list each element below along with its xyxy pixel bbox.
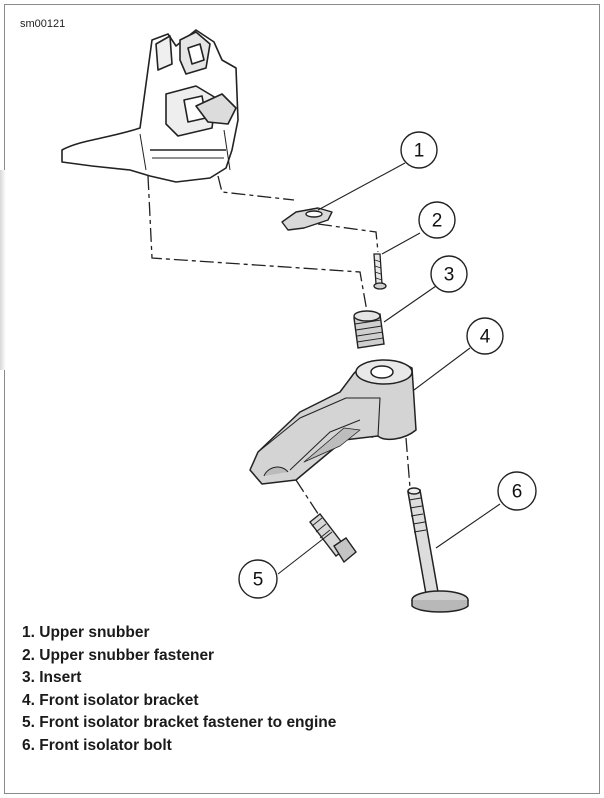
legend-item-front-isolator-bracket-fastener: 5. Front isolator bracket fastener to en… (22, 712, 336, 735)
legend-item-upper-snubber: 1. Upper snubber (22, 622, 336, 645)
front-isolator-bracket-part (249, 359, 417, 485)
front-isolator-bolt-part (407, 487, 469, 613)
legend-item-label: Front isolator bolt (39, 736, 172, 754)
legend-item-number: 1. (22, 624, 35, 641)
legend-item-label: Front isolator bracket (39, 691, 199, 709)
figure-id-label: sm00121 (20, 18, 66, 30)
legend-item-label: Upper snubber (39, 624, 150, 641)
upper-snubber-part (281, 207, 333, 231)
upper-snubber-fastener-part (373, 253, 387, 290)
callout-3-number: 3 (444, 265, 455, 286)
callout-1-number: 1 (414, 141, 425, 162)
legend-item-number: 4. (22, 691, 35, 709)
front-isolator-bracket-fastener-part (309, 513, 357, 564)
callout-leader-lines (277, 162, 501, 575)
callout-2-number: 2 (432, 211, 443, 232)
callout-2-circle (418, 201, 456, 239)
callout-1-circle (400, 131, 438, 169)
callout-6-number: 6 (512, 482, 523, 503)
callout-6-circle (497, 471, 537, 511)
engine-mount-casting (61, 29, 239, 183)
legend-item-number: 2. (22, 646, 35, 664)
legend-item-number: 6. (22, 736, 35, 754)
callout-5-circle (238, 559, 278, 599)
legend-item-front-isolator-bracket: 4. Front isolator bracket (22, 690, 336, 713)
legend-item-insert: 3. Insert (22, 667, 336, 690)
parts-legend: 1. Upper snubber 2. Upper snubber fasten… (22, 622, 336, 758)
legend-item-label: Upper snubber fastener (39, 646, 215, 664)
legend-item-upper-snubber-fastener: 2. Upper snubber fastener (22, 645, 336, 668)
legend-item-number: 3. (22, 669, 35, 687)
legend-item-number: 5. (22, 714, 35, 732)
callout-3-circle (430, 255, 468, 293)
legend-item-label: Insert (39, 669, 82, 687)
scan-edge-shading (0, 170, 6, 370)
legend-item-front-isolator-bolt: 6. Front isolator bolt (22, 735, 336, 758)
callout-4-number: 4 (480, 327, 491, 348)
legend-item-label: Front isolator bracket fastener to engin… (39, 714, 337, 732)
insert-part (353, 310, 385, 349)
figure-frame (4, 4, 600, 794)
callout-5-number: 5 (253, 570, 264, 591)
callout-4-circle (466, 317, 504, 355)
